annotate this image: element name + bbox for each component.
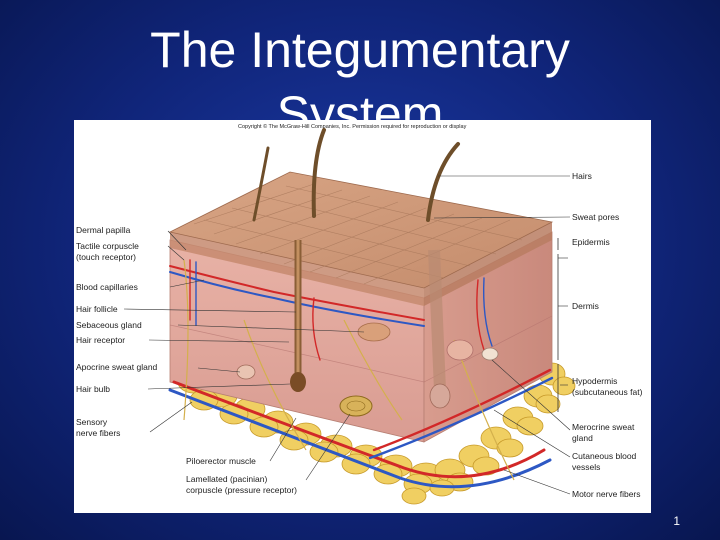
skin-block <box>170 130 575 504</box>
label-dermal-papilla: Dermal papilla <box>76 225 131 235</box>
label-sebaceous-gland: Sebaceous gland <box>76 320 142 330</box>
label-dermis: Dermis <box>572 301 599 311</box>
right-labels: Hairs Sweat pores Epidermis Dermis Hypod… <box>572 171 643 499</box>
label-merocrine-gland: gland <box>572 433 593 443</box>
slide-number: 1 <box>673 514 680 528</box>
label-subcutaneous-fat: (subcutaneous fat) <box>572 387 643 397</box>
sweat-coil-shape <box>482 348 498 360</box>
label-hair-receptor: Hair receptor <box>76 335 125 345</box>
skin-cross-section-figure: Copyright © The McGraw-Hill Companies, I… <box>74 120 651 513</box>
label-blood-capillaries: Blood capillaries <box>76 282 138 292</box>
bottom-labels: Piloerector muscle Lamellated (pacinian)… <box>186 456 297 495</box>
merocrine-gland-shape <box>447 340 473 360</box>
label-sensory: Sensory <box>76 417 108 427</box>
label-nerve-fibers: nerve fibers <box>76 428 120 438</box>
label-sweat-pores: Sweat pores <box>572 212 619 222</box>
label-piloerector-muscle: Piloerector muscle <box>186 456 256 466</box>
label-hair-follicle: Hair follicle <box>76 304 118 314</box>
label-hypodermis: Hypodermis <box>572 376 617 386</box>
label-hairs: Hairs <box>572 171 592 181</box>
label-merocrine-sweat: Merocrine sweat <box>572 422 635 432</box>
skin-diagram: Copyright © The McGraw-Hill Companies, I… <box>74 120 651 513</box>
lamellated-corpuscle-shape <box>340 396 372 416</box>
label-pressure-receptor: corpuscle (pressure receptor) <box>186 485 297 495</box>
label-apocrine-sweat-gland: Apocrine sweat gland <box>76 362 158 372</box>
left-labels: Dermal papilla Tactile corpuscle (touch … <box>76 225 158 438</box>
hair-bulb-shape <box>290 372 306 392</box>
label-motor-nerve-fibers: Motor nerve fibers <box>572 489 641 499</box>
label-hair-bulb: Hair bulb <box>76 384 110 394</box>
label-epidermis: Epidermis <box>572 237 610 247</box>
copyright-text: Copyright © The McGraw-Hill Companies, I… <box>238 123 467 130</box>
label-cutaneous-blood: Cutaneous blood <box>572 451 637 461</box>
label-lamellated-corpuscle: Lamellated (pacinian) <box>186 474 267 484</box>
label-tactile-corpuscle: Tactile corpuscle <box>76 241 139 251</box>
label-vessels: vessels <box>572 462 600 472</box>
label-touch-receptor: (touch receptor) <box>76 252 136 262</box>
